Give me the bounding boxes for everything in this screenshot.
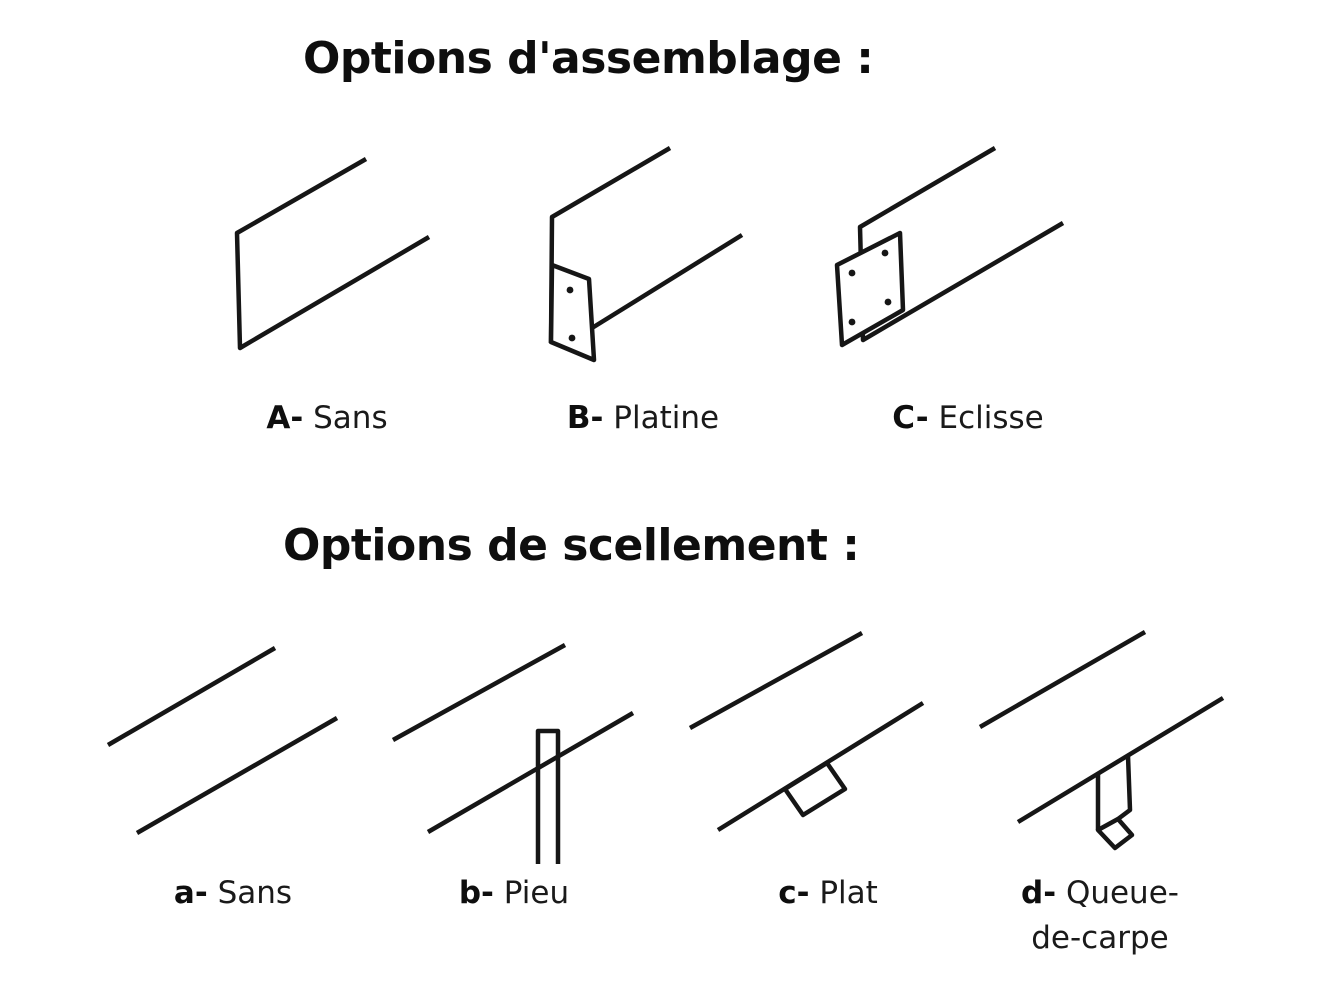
label-key: A- [266, 400, 304, 436]
figure-assembly-sans [180, 120, 480, 380]
label-assembly-eclisse: C- Eclisse [892, 396, 1043, 441]
edging-strip-splice-plate-icon [834, 146, 1065, 348]
edging-rails-plain-icon [106, 646, 339, 835]
figure-sealing-pieu [390, 620, 670, 880]
label-name: Pieu [503, 875, 570, 911]
label-sealing-sans: a- Sans [174, 871, 292, 916]
label-key: d- [1021, 875, 1057, 911]
figure-sealing-sans [90, 620, 370, 870]
label-key: a- [173, 875, 208, 911]
label-name: Sans [313, 400, 388, 436]
label-key: c- [778, 875, 810, 911]
figure-sealing-plat [680, 620, 960, 860]
label-name: Platine [613, 400, 720, 436]
figure-assembly-platine [520, 120, 820, 380]
edging-rails-flat-anchor-icon [688, 631, 925, 832]
label-name: Eclisse [938, 400, 1044, 436]
label-assembly-platine: B- Platine [567, 396, 719, 441]
edging-rails-fishtail-anchor-icon [978, 630, 1225, 851]
edging-strip-end-plate-icon [548, 146, 744, 363]
section-title-assembly: Options d'assemblage : [303, 33, 874, 84]
edging-strip-plain-icon [234, 157, 431, 351]
label-name: Sans [217, 875, 293, 911]
label-name: Plat [819, 875, 878, 911]
label-key: B- [566, 400, 604, 436]
label-name: Queue-de-carpe [1031, 875, 1179, 956]
figure-sealing-queue-de-carpe [960, 620, 1260, 870]
label-sealing-plat: c- Plat [778, 871, 878, 916]
label-sealing-pieu: b- Pieu [459, 871, 569, 916]
label-sealing-queue-de-carpe: d- Queue-de-carpe [1000, 871, 1200, 961]
label-assembly-sans: A- Sans [266, 396, 387, 441]
label-key: b- [458, 875, 494, 911]
section-title-sealing: Options de scellement : [283, 520, 860, 571]
figure-assembly-eclisse [810, 130, 1110, 380]
label-key: C- [892, 400, 929, 436]
edging-rails-stake-icon [391, 643, 635, 864]
